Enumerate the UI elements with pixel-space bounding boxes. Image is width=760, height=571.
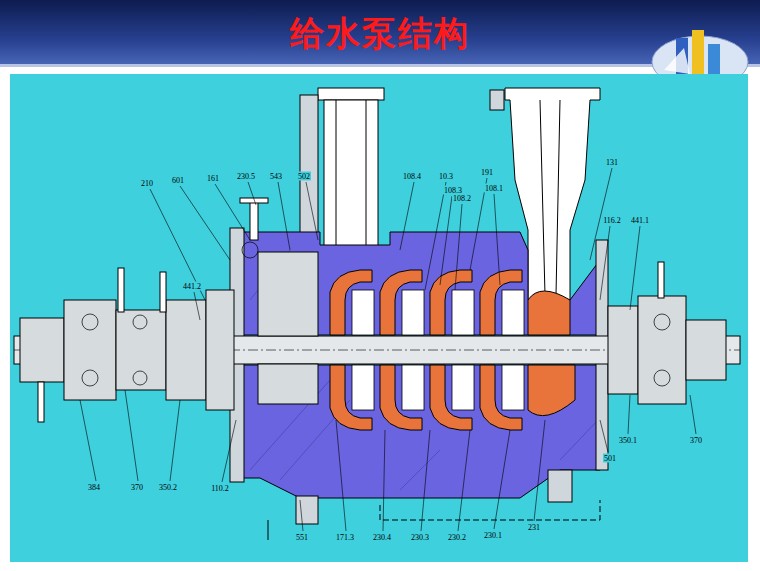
callout-number: 191 [480, 168, 494, 177]
callout-number: 10.3 [438, 172, 454, 181]
callout-number: 230.1 [483, 531, 503, 540]
callout-number: 110.2 [210, 484, 230, 493]
callout-number: 551 [295, 533, 309, 542]
callout-number: 116.2 [602, 216, 622, 225]
callout-number: 231 [527, 523, 541, 532]
callout-number: 370 [689, 436, 703, 445]
callout-number: 161 [206, 174, 220, 183]
callout-number: 384 [87, 483, 101, 492]
slide-title: 给水泵结构 [290, 11, 470, 57]
callout-number: 108.1 [484, 184, 504, 193]
callout-number: 601 [171, 176, 185, 185]
callout-number: 441.2 [182, 282, 202, 291]
callout-number: 370 [130, 483, 144, 492]
callout-number: 350.1 [618, 436, 638, 445]
callout-number: 171.3 [335, 533, 355, 542]
callout-number: 230.4 [372, 533, 392, 542]
callout-number: 350.2 [158, 483, 178, 492]
callout-number: 210 [140, 179, 154, 188]
callout-number: 230.5 [236, 172, 256, 181]
callout-number: 108.2 [452, 194, 472, 203]
callout-number: 543 [269, 172, 283, 181]
callout-number: 441.1 [630, 216, 650, 225]
callout-number: 230.3 [410, 533, 430, 542]
callout-number: 131 [605, 158, 619, 167]
callout-number: 502 [297, 172, 311, 181]
callout-number: 108.4 [402, 172, 422, 181]
callout-number: 230.2 [447, 533, 467, 542]
callout-number: 501 [603, 454, 617, 463]
